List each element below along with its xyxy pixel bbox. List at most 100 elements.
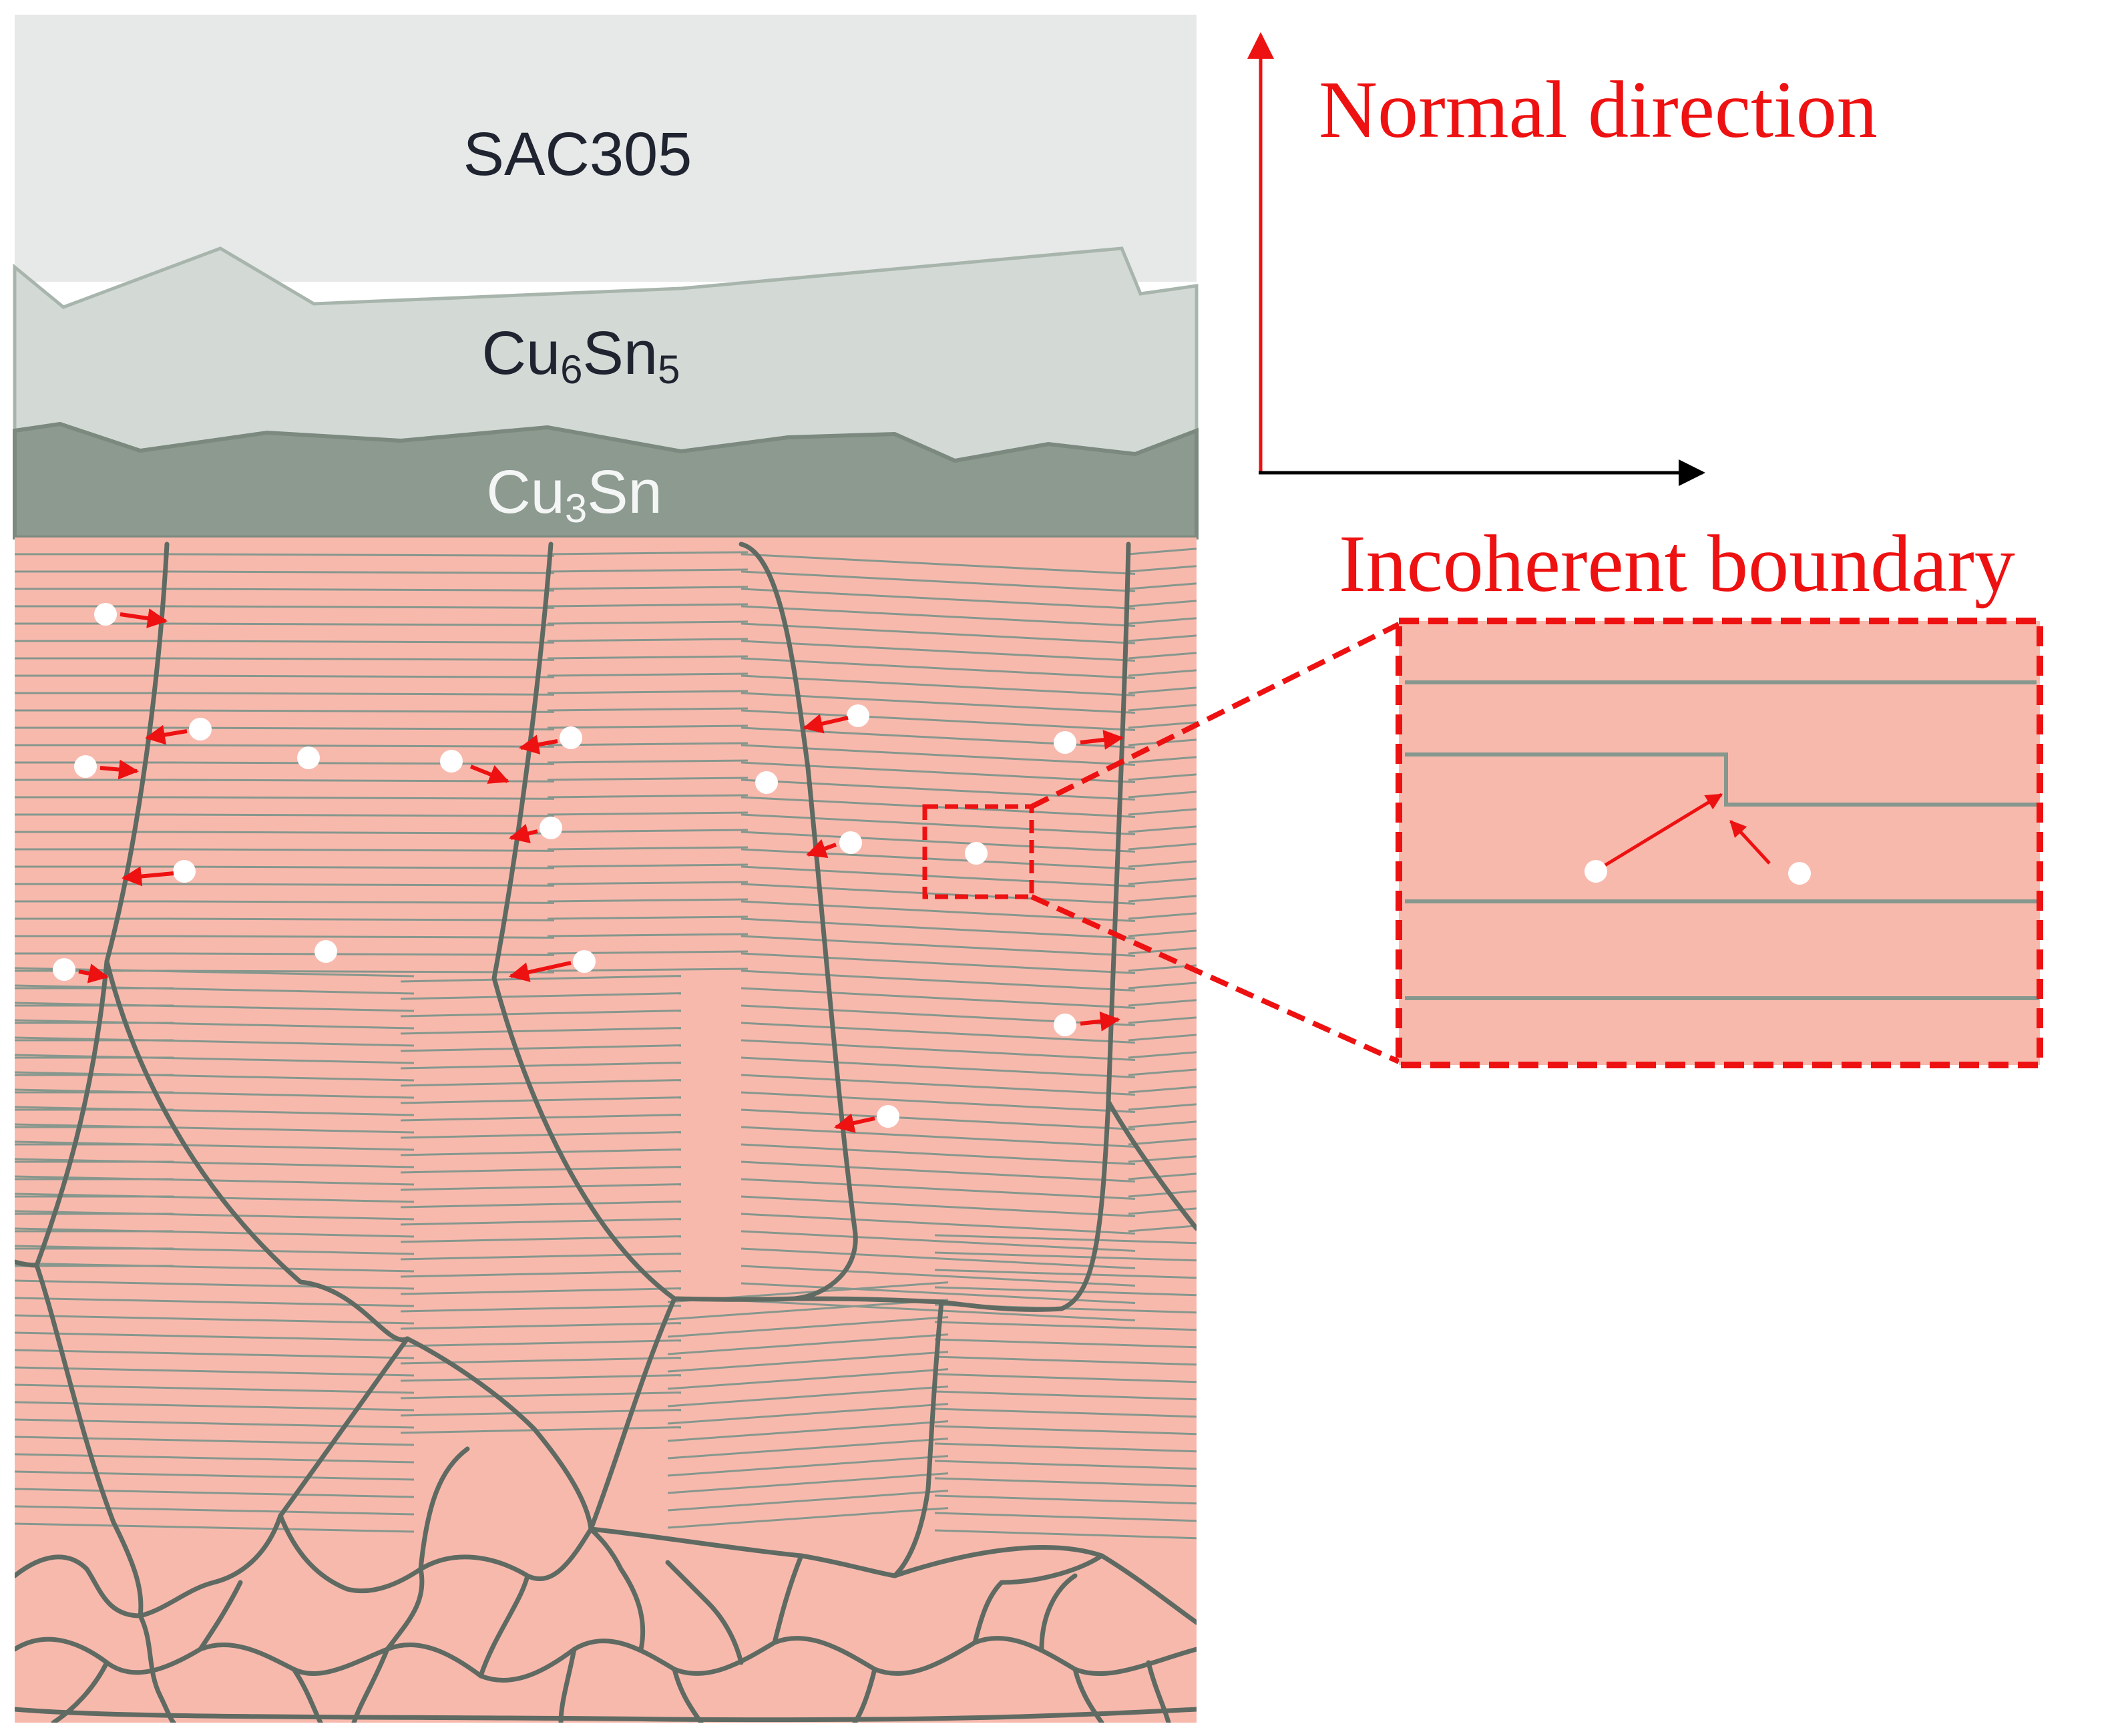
twin-line <box>166 952 555 956</box>
twin-line <box>15 1002 415 1012</box>
twin-line <box>166 726 555 730</box>
twin-marker <box>839 831 862 854</box>
twin-line <box>15 1175 415 1186</box>
twin-line <box>740 1091 1136 1113</box>
twin-line <box>934 1529 1197 1540</box>
twin-line <box>400 1426 682 1434</box>
twin-line <box>934 1338 1197 1349</box>
twin-line <box>740 1247 1136 1269</box>
twin-line <box>667 1507 949 1529</box>
twin-line <box>667 1438 949 1460</box>
twin-line <box>547 707 749 712</box>
twin-marker <box>189 718 212 740</box>
twin-line <box>934 1251 1197 1262</box>
inset-arrow-right <box>1729 820 1771 865</box>
twin-line <box>934 1494 1197 1505</box>
twin-line <box>547 915 749 920</box>
twin-line <box>400 1235 682 1243</box>
twin-line <box>1128 860 1197 868</box>
copper-substrate <box>15 537 1197 1723</box>
boundary-arrow <box>834 1113 875 1133</box>
boundary-arrow <box>1080 1011 1120 1032</box>
direction-axes: Normal direction <box>1247 32 1878 486</box>
twin-line <box>934 1373 1197 1383</box>
twin-line <box>166 640 555 644</box>
cu3sn-label: Cu3Sn <box>486 458 662 531</box>
twin-line <box>15 1192 415 1203</box>
twin-line <box>740 657 1136 679</box>
boundary-arrow <box>509 823 538 844</box>
twin-line <box>740 987 1136 1009</box>
twin-line <box>166 883 555 887</box>
twin-line <box>15 1297 415 1307</box>
twin-line <box>1128 652 1197 660</box>
boundary-arrow <box>120 608 168 628</box>
twin-line <box>1128 1190 1197 1198</box>
twin-line <box>15 1088 415 1099</box>
twin-line <box>667 1368 949 1390</box>
twin-line <box>740 588 1136 610</box>
twin-line <box>400 1287 682 1295</box>
twin-marker <box>540 817 562 839</box>
twin-line <box>166 935 555 939</box>
layer-labels: SAC305 Cu6Sn5 Cu3Sn <box>463 120 692 531</box>
twin-line <box>934 1442 1197 1453</box>
twin-line <box>1128 704 1197 712</box>
twin-line <box>547 759 749 764</box>
cu6sn5-label: Cu6Sn5 <box>482 319 680 392</box>
twin-line <box>547 586 749 590</box>
twin-marker <box>560 726 582 749</box>
twin-marker <box>877 1105 899 1128</box>
twin-line <box>934 1286 1197 1297</box>
twin-line <box>1128 982 1197 990</box>
twin-line <box>667 1455 949 1477</box>
substrate-background <box>15 537 1197 1723</box>
twin-line <box>166 865 555 869</box>
twin-line <box>740 622 1136 644</box>
boundary-arrow <box>803 714 849 734</box>
twin-line <box>1128 548 1197 556</box>
twin-line <box>934 1425 1197 1436</box>
twin-line <box>1128 1120 1197 1128</box>
twin-line <box>740 1160 1136 1182</box>
twin-line <box>166 692 555 696</box>
twin-line <box>1128 1051 1197 1059</box>
twin-line <box>1128 808 1197 816</box>
twin-marker <box>1054 1014 1076 1036</box>
twin-line <box>934 1390 1197 1401</box>
twin-line <box>15 1505 415 1516</box>
twin-line <box>400 1096 682 1104</box>
twin-line <box>400 1374 682 1382</box>
twin-line <box>166 744 555 748</box>
twin-line <box>400 1079 682 1087</box>
twin-line <box>15 1366 415 1377</box>
inset-frame <box>1396 618 2043 1068</box>
twin-line <box>740 1056 1136 1078</box>
twin-line <box>15 1019 415 1030</box>
twin-line <box>934 1321 1197 1331</box>
boundary-arrow <box>122 866 174 887</box>
twin-line <box>740 935 1136 957</box>
twin-line <box>667 1420 949 1442</box>
twin-line <box>15 1071 415 1082</box>
twin-line <box>1128 617 1197 625</box>
twin-line <box>1128 947 1197 955</box>
twin-line <box>740 1230 1136 1252</box>
twin-line <box>15 967 415 978</box>
twin-line <box>400 975 682 983</box>
twin-line <box>547 881 749 885</box>
twin-line <box>400 1044 682 1052</box>
twin-line <box>667 1316 949 1338</box>
twin-line <box>1128 1207 1197 1215</box>
twin-line <box>740 1074 1136 1096</box>
boundary-arrow <box>469 765 509 784</box>
twin-line <box>400 1166 682 1174</box>
twin-line <box>667 1403 949 1425</box>
zoom-connector-bottom <box>1030 894 1400 1064</box>
twin-line <box>547 863 749 868</box>
twin-line <box>15 1488 415 1498</box>
inset-title: Incoherent boundary <box>1339 519 2015 609</box>
twin-line <box>547 551 749 556</box>
twin-line <box>547 672 749 677</box>
twin-line <box>1128 1103 1197 1111</box>
